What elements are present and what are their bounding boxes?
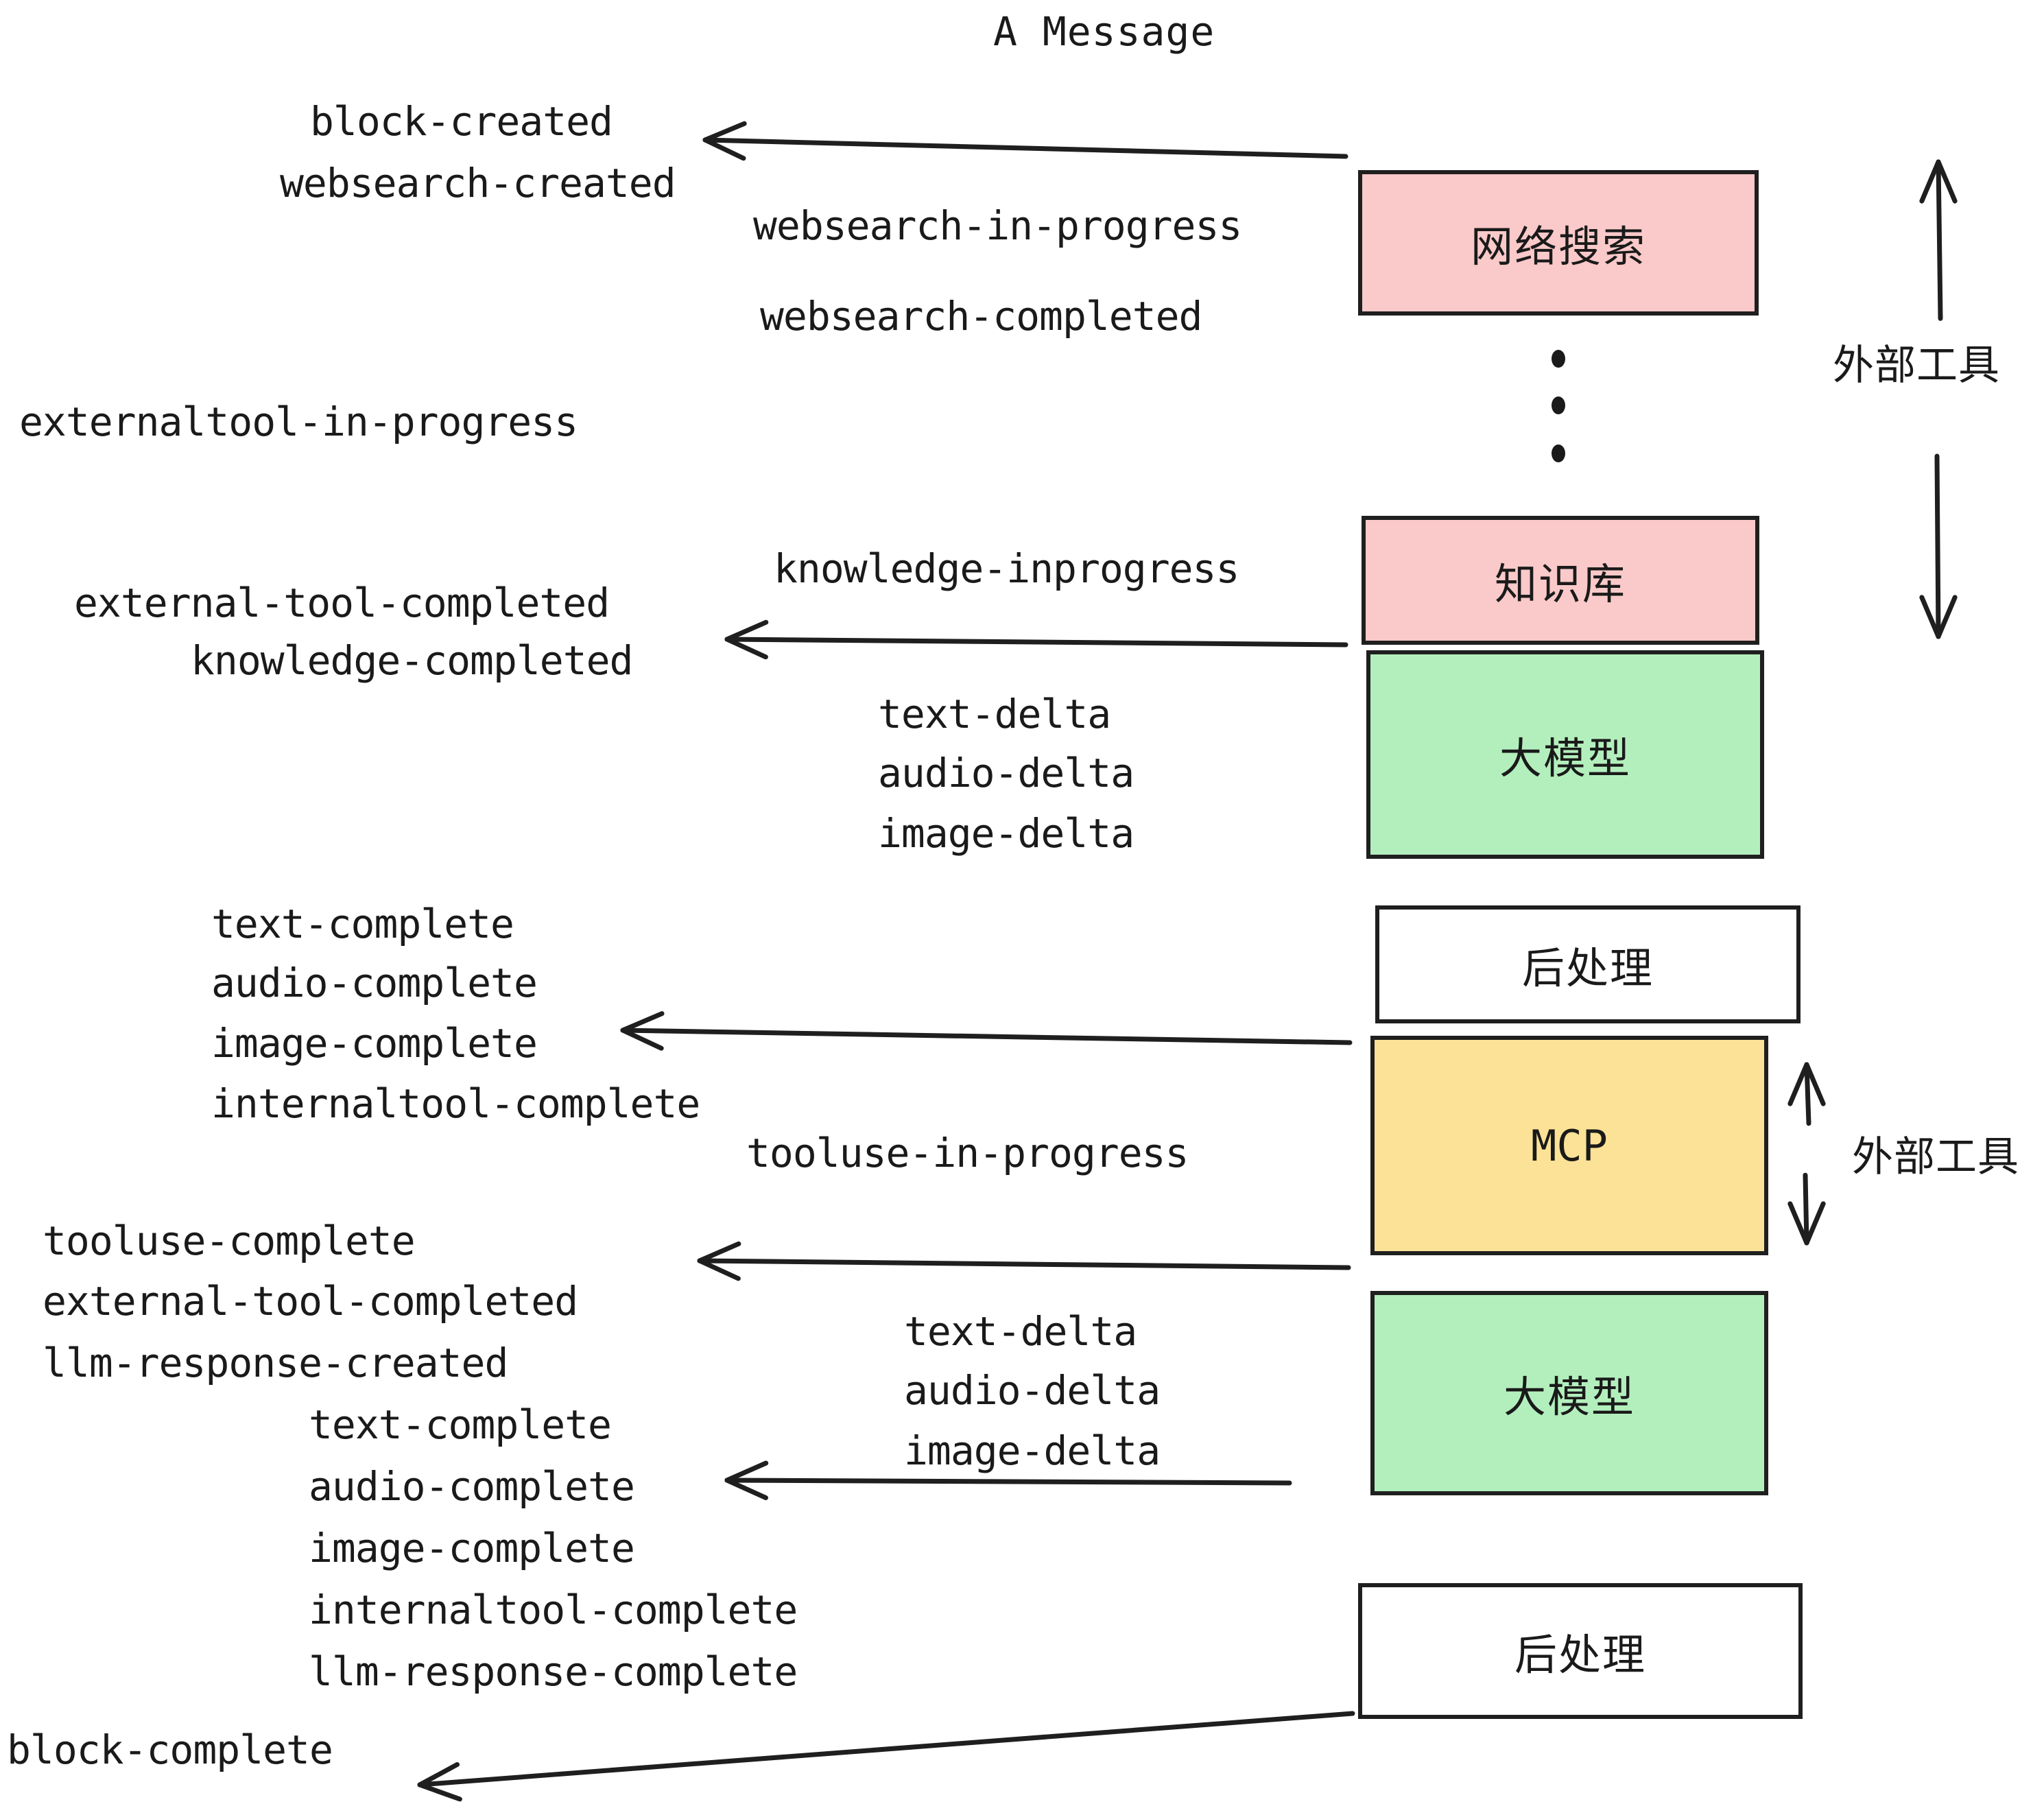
ellipsis-dot-icon-3 bbox=[1552, 444, 1565, 462]
event-label-knowledge-completed: knowledge-completed bbox=[191, 637, 633, 684]
arrow-knowledge-completed bbox=[724, 619, 1348, 660]
event-label-audio-delta-2: audio-delta bbox=[904, 1367, 1161, 1414]
event-label-websearch-completed: websearch-completed bbox=[760, 293, 1202, 340]
event-label-external-tool-completed-2: external-tool-completed bbox=[43, 1278, 578, 1325]
event-label-external-tool-completed-1: external-tool-completed bbox=[74, 580, 610, 626]
event-label-websearch-created: websearch-created bbox=[280, 160, 676, 206]
side-label-external-tools-top: 外部工具 bbox=[1833, 342, 2000, 390]
box-postprocess-1: 后处理 bbox=[1375, 905, 1801, 1023]
ellipsis-dot-icon-1 bbox=[1552, 350, 1565, 368]
box-knowledge: 知识库 bbox=[1362, 516, 1759, 645]
event-label-text-complete-2: text-complete bbox=[309, 1401, 612, 1448]
event-label-knowledge-inprogress: knowledge-inprogress bbox=[774, 545, 1239, 592]
ellipsis-dot-icon-2 bbox=[1552, 396, 1565, 414]
event-label-block-created: block-created bbox=[310, 98, 613, 145]
double-arrow-bottom bbox=[1787, 1062, 1826, 1246]
page-title: A Message bbox=[993, 8, 1215, 55]
event-label-llm-response-complete: llm-response-complete bbox=[309, 1648, 798, 1695]
event-label-audio-complete-2: audio-complete bbox=[309, 1463, 635, 1510]
side-label-external-tools-bottom: 外部工具 bbox=[1852, 1133, 2019, 1181]
event-label-tooluse-in-progress: tooluse-in-progress bbox=[746, 1130, 1189, 1176]
box-llm-1: 大模型 bbox=[1366, 650, 1764, 859]
event-label-text-delta-2: text-delta bbox=[904, 1308, 1137, 1355]
box-postprocess-2: 后处理 bbox=[1358, 1583, 1803, 1719]
event-label-audio-delta-1: audio-delta bbox=[878, 750, 1134, 796]
box-mcp: MCP bbox=[1370, 1036, 1768, 1255]
arrow-block-created bbox=[702, 121, 1348, 161]
arrow-block-complete bbox=[417, 1711, 1355, 1802]
event-label-llm-response-created: llm-response-created bbox=[43, 1340, 508, 1386]
event-label-internaltool-complete-2: internaltool-complete bbox=[309, 1587, 798, 1633]
event-label-image-delta-1: image-delta bbox=[878, 810, 1134, 857]
event-label-image-complete-2: image-complete bbox=[309, 1525, 635, 1571]
event-label-tooluse-complete: tooluse-complete bbox=[43, 1218, 416, 1264]
event-label-text-complete-1: text-complete bbox=[211, 901, 514, 947]
arrow-tooluse-complete bbox=[697, 1241, 1351, 1281]
arrow-image-complete bbox=[620, 1011, 1353, 1051]
box-llm-2: 大模型 bbox=[1370, 1291, 1768, 1495]
event-label-websearch-in-progress: websearch-in-progress bbox=[753, 202, 1242, 249]
box-websearch: 网络搜索 bbox=[1358, 170, 1759, 316]
event-label-image-delta-2: image-delta bbox=[904, 1427, 1161, 1474]
event-label-image-complete-1: image-complete bbox=[211, 1020, 538, 1067]
double-arrow-top bbox=[1919, 159, 1958, 639]
event-label-externaltool-in-progress: externaltool-in-progress bbox=[19, 399, 578, 445]
event-label-block-complete: block-complete bbox=[7, 1726, 333, 1773]
event-label-internaltool-complete-1: internaltool-complete bbox=[211, 1080, 700, 1127]
event-label-text-delta-1: text-delta bbox=[878, 691, 1111, 737]
event-label-audio-complete-1: audio-complete bbox=[211, 960, 538, 1006]
